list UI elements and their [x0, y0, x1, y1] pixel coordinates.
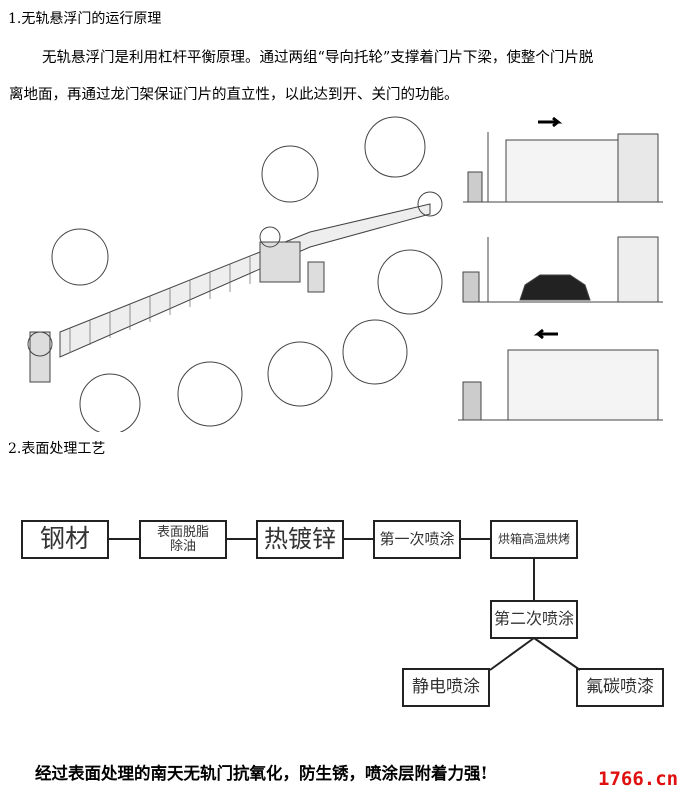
- watermark: 1766.cn: [598, 768, 679, 790]
- flow-step-fluorocarbon-paint: 氟碳喷漆: [576, 668, 664, 707]
- panel-car-passing: [462, 236, 663, 303]
- conclusion-text: 经过表面处理的南天无轨门抗氧化，防生锈，喷涂层附着力强!: [35, 764, 488, 783]
- flow-step-galvanize: 热镀锌: [256, 520, 344, 559]
- flow-connector: [533, 558, 535, 600]
- section1-title: 1.无轨悬浮门的运行原理: [8, 11, 162, 27]
- flow-step-electrostatic-spray: 静电喷涂: [402, 668, 490, 707]
- gate-operation-panels: [458, 116, 663, 421]
- section2-title: 2.表面处理工艺: [8, 441, 106, 457]
- flow-branch-connector: [489, 637, 581, 671]
- paragraph-line-1: 无轨悬浮门是利用杠杆平衡原理。通过两组“导向托轮”支撑着门片下梁，使整个门片脱: [42, 50, 594, 66]
- flow-connector: [109, 538, 139, 540]
- flow-connector: [343, 538, 373, 540]
- paragraph-line-2: 离地面，再通过龙门架保证门片的直立性，以此达到开、关门的功能。: [9, 87, 459, 103]
- flow-step-second-spray: 第二次喷涂: [490, 600, 578, 639]
- flow-step-degrease-line1: 表面脱脂: [156, 524, 209, 540]
- flow-step-oven-bake: 烘箱高温烘烤: [490, 520, 578, 559]
- gate-structure-illustration: [27, 116, 443, 432]
- flow-connector: [226, 538, 256, 540]
- panel-opening: [463, 116, 663, 203]
- flow-step-degrease: 表面脱脂 除油: [139, 520, 227, 559]
- panel-closing: [458, 328, 663, 421]
- flow-connector: [461, 538, 490, 540]
- flow-step-first-spray: 第一次喷涂: [373, 520, 461, 559]
- flow-step-degrease-line2: 除油: [169, 538, 196, 554]
- flow-step-steel: 钢材: [21, 520, 109, 559]
